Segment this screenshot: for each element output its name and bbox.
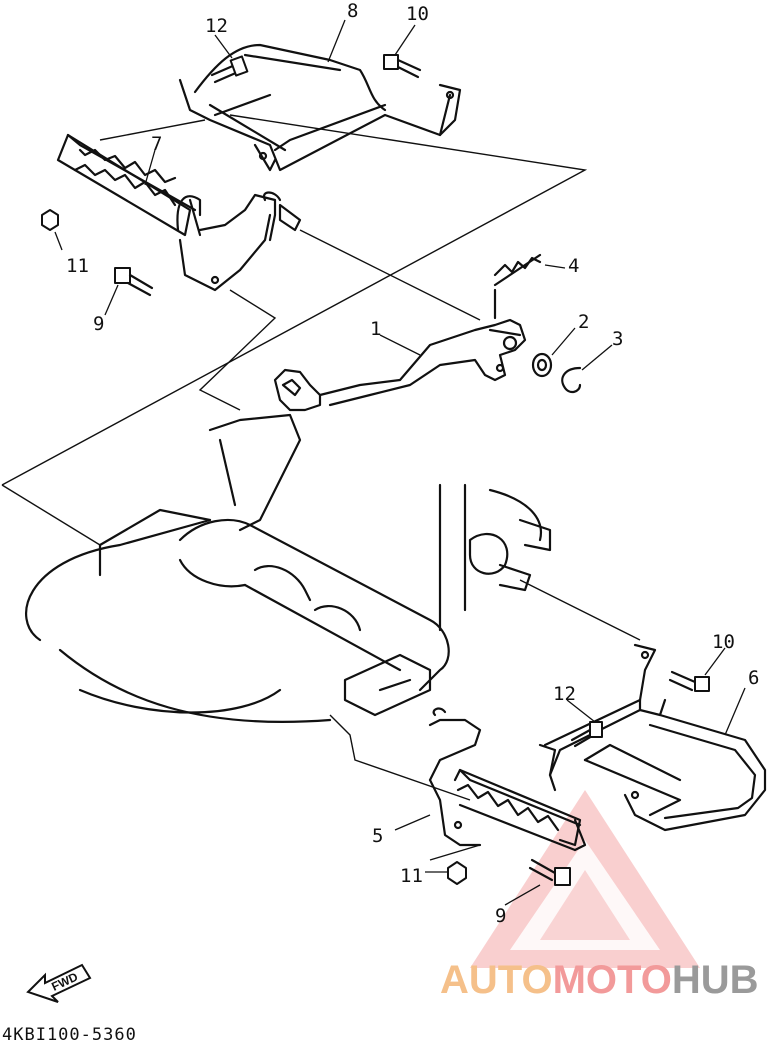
bolt-9-upper [114, 267, 154, 297]
bolt-10-upper [383, 54, 422, 79]
callout-4: 4 [568, 255, 579, 277]
callout-2: 2 [578, 311, 589, 333]
callout-10-upper: 10 [406, 3, 429, 25]
callout-12-upper: 12 [205, 15, 228, 37]
watermark-hub: HUB [672, 958, 759, 1002]
part-6-step-bracket-right [538, 643, 767, 832]
part-4-spring [493, 253, 542, 287]
part-1-pedal [273, 288, 527, 412]
fwd-arrow-icon: FWD [26, 963, 92, 1003]
watermark-moto: MOTO [553, 958, 672, 1002]
bolt-10-lower [668, 670, 710, 692]
callout-5: 5 [372, 825, 383, 847]
callout-10-lower: 10 [712, 631, 735, 653]
bolt-9-lower [528, 858, 571, 886]
callout-7: 7 [151, 133, 162, 155]
callout-3: 3 [612, 328, 623, 350]
diagram-code: 4KBI100-5360 [2, 1025, 137, 1045]
part-2-washer [531, 352, 553, 378]
part-8-step-bracket-left [178, 43, 462, 172]
leader-lines [54, 19, 746, 906]
watermark-auto: AUTO [440, 958, 553, 1002]
frame [25, 413, 552, 723]
part-7-footrest-left [56, 133, 302, 292]
callout-12-lower: 12 [553, 683, 576, 705]
bolt-12-lower [570, 721, 603, 748]
part-3-clip [561, 366, 582, 394]
nut-11-upper [41, 209, 59, 231]
callout-11-lower: 11 [400, 865, 423, 887]
assembly-lines [1, 114, 641, 861]
callout-6: 6 [748, 667, 759, 689]
bolt-12-upper [210, 55, 249, 84]
watermark-logo [470, 790, 700, 968]
watermark-text: AUTOMOTOHUB [440, 958, 759, 1002]
callout-9-upper: 9 [93, 313, 104, 335]
callout-1: 1 [370, 318, 381, 340]
nut-11-lower [447, 861, 467, 885]
callout-8: 8 [347, 0, 358, 22]
callout-9-lower: 9 [495, 905, 506, 927]
part-5-footrest-right [428, 707, 587, 852]
callout-11-upper: 11 [66, 255, 89, 277]
